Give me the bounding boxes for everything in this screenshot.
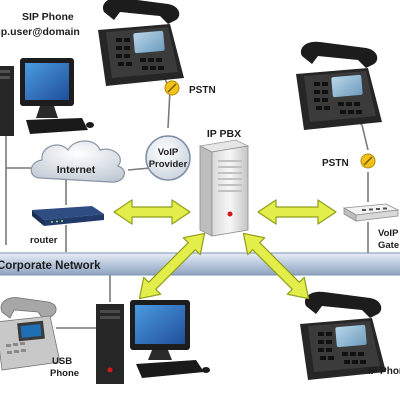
ip-pbx-server <box>198 139 250 237</box>
usb-phone-device <box>0 297 61 371</box>
router-label: router <box>30 235 58 246</box>
bottom-pc-keyboard <box>136 360 204 378</box>
sip-pc-tower <box>0 66 14 136</box>
internet-label: Internet <box>57 164 96 176</box>
pstn-right-label: PSTN <box>322 158 349 169</box>
internet-cloud: Internet <box>30 140 126 183</box>
usb-phone-label-line1: USB <box>52 356 72 367</box>
top-desk-phone <box>98 0 184 87</box>
voip-gateway-device <box>342 203 400 222</box>
double-arrow-pbx-to-gateway <box>257 199 337 225</box>
pstn-right-icon <box>360 153 376 169</box>
double-arrow-router-to-pbx <box>113 199 191 225</box>
right-desk-phone <box>296 41 382 130</box>
voip-provider-label-line1: VoIP <box>158 147 179 158</box>
pstn-top-icon <box>164 80 180 96</box>
voip-gateway-label-line1: VoIP <box>378 228 399 239</box>
bottom-computer <box>96 300 210 384</box>
usb-phone-label-line2: Phone <box>50 368 79 379</box>
corporate-network-bar: Corporate Network <box>0 252 400 276</box>
double-arrow-pbx-to-usb-pc <box>138 232 206 300</box>
connector-internet-to-provider <box>127 167 151 171</box>
router-device <box>32 206 104 226</box>
sip-user-address: sip.user@domain <box>0 26 80 38</box>
voip-gateway-label-line2: Gate <box>378 240 399 251</box>
ip-pbx-label: IP PBX <box>207 128 241 140</box>
sip-pc-keyboard <box>26 118 88 134</box>
pstn-top-label: PSTN <box>189 85 216 96</box>
voip-provider-label-line2: Provider <box>149 159 188 170</box>
corporate-network-label: Corporate Network <box>0 260 101 272</box>
sip-computer <box>0 58 94 136</box>
sip-phone-label: SIP Phone <box>22 11 74 23</box>
voip-provider-bubble: VoIP Provider <box>145 135 191 181</box>
double-arrow-pbx-to-ip-phone <box>242 232 310 300</box>
ip-phone-label: IP Phone <box>368 366 400 377</box>
